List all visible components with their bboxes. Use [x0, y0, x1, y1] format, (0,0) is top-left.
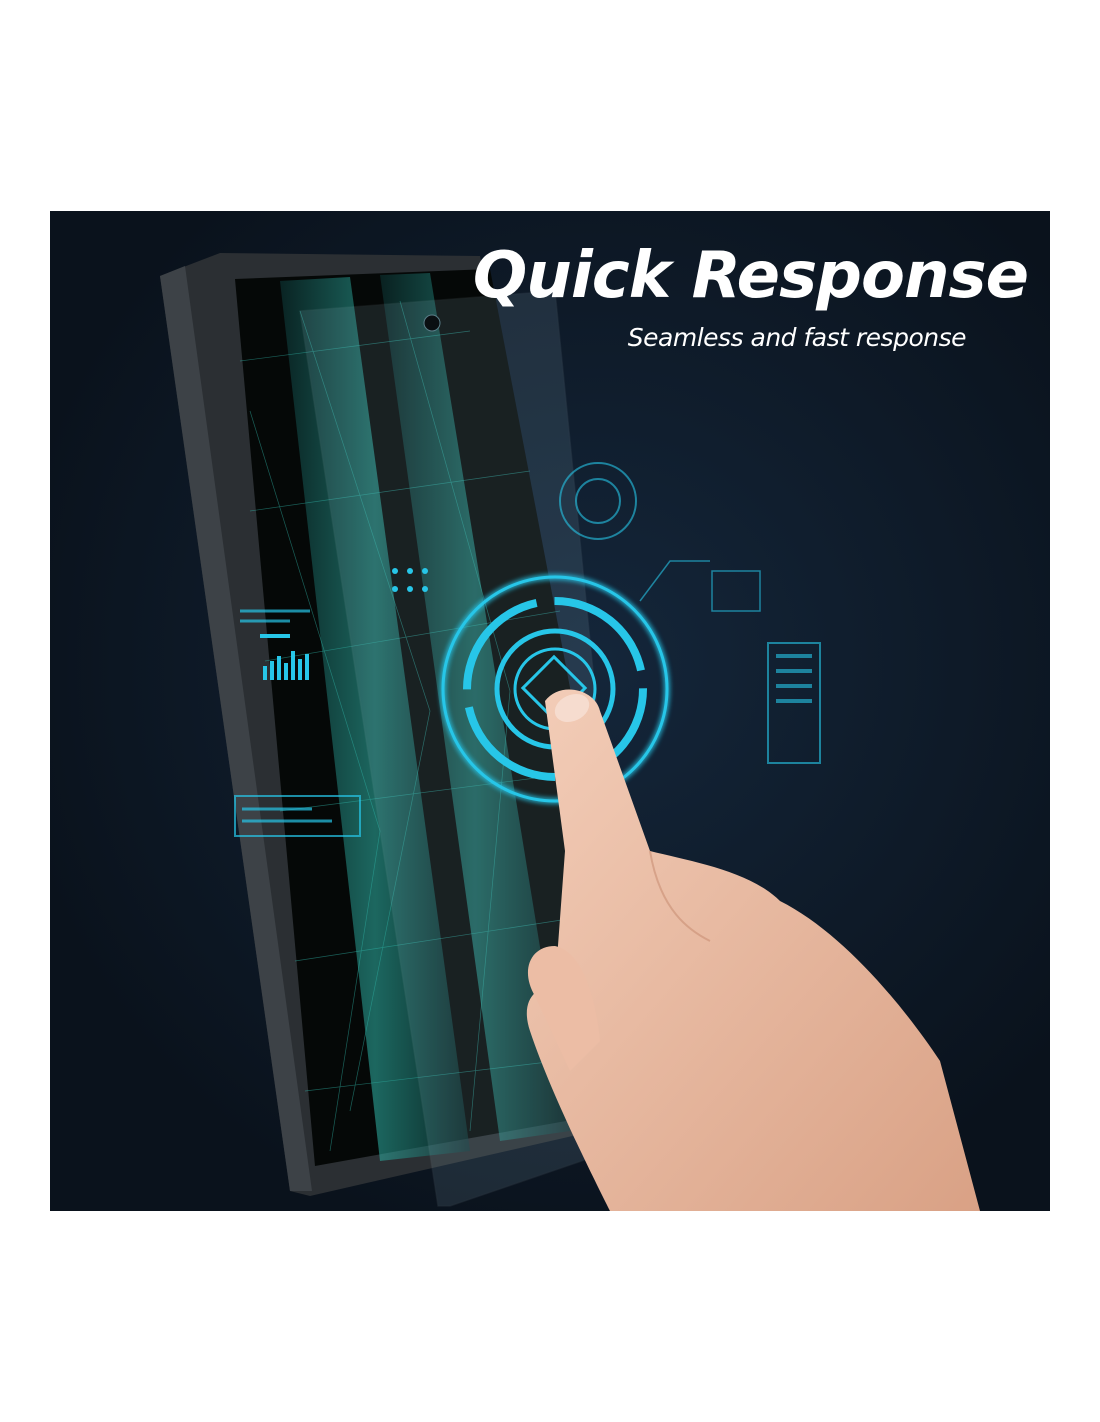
- product-illustration: [50, 211, 1050, 1211]
- camera-hole: [423, 314, 441, 332]
- touch-hud: [234, 462, 821, 837]
- headline-title: Quick Response: [472, 239, 1029, 313]
- hand: [526, 689, 980, 1211]
- product-banner: Quick Response Seamless and fast respons…: [50, 211, 1050, 1211]
- headline-subtitle: Seamless and fast response: [627, 323, 967, 352]
